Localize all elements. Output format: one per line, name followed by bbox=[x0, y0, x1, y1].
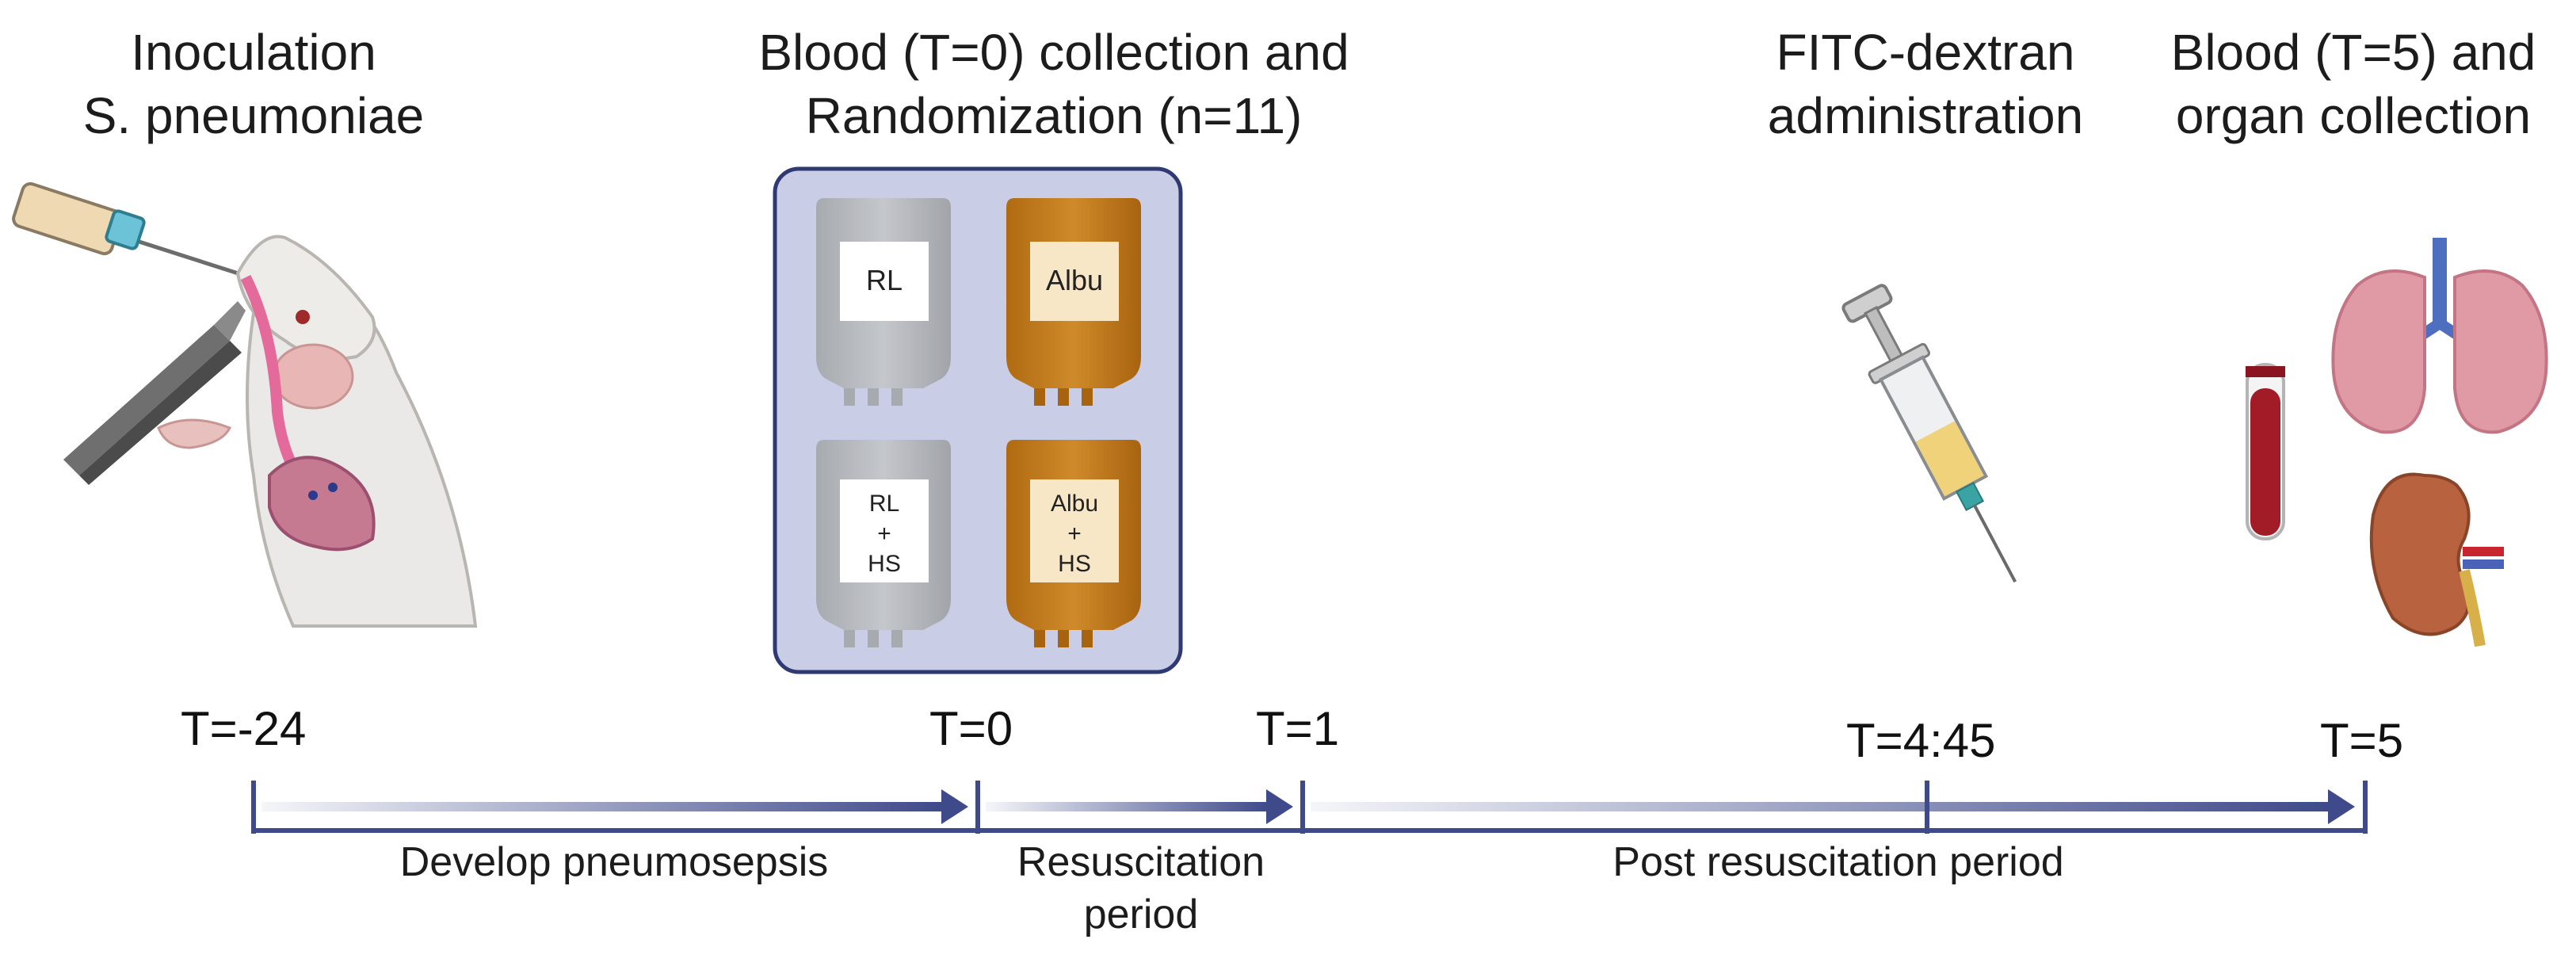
bag-albu-hs-line2: + bbox=[1067, 521, 1082, 547]
iv-bag-albu-hs: Albu + HS bbox=[1006, 440, 1141, 647]
time-label-t0: T=0 bbox=[929, 702, 1013, 755]
arrow-resus bbox=[986, 802, 1268, 811]
iv-bag-albu: Albu bbox=[1006, 198, 1141, 406]
iv-bag-rl-hs: RL + HS bbox=[816, 440, 951, 647]
period-label-post: Post resuscitation period bbox=[1612, 839, 2064, 885]
title-inoculation-line2: S. pneumoniae bbox=[82, 87, 425, 144]
lungs-icon bbox=[2331, 238, 2548, 434]
period-label-resus-line2: period bbox=[1083, 892, 1199, 937]
title-blood-t0-line1: Blood (T=0) collection and bbox=[758, 24, 1349, 81]
bag-albu-hs-line3: HS bbox=[1058, 551, 1091, 577]
time-label-t1: T=1 bbox=[1256, 702, 1340, 755]
title-blood-t5-line1: Blood (T=5) and bbox=[2170, 24, 2536, 81]
title-fitc-line1: FITC-dextran bbox=[1776, 24, 2075, 81]
forceps-icon bbox=[63, 301, 246, 485]
kidney-icon bbox=[2369, 472, 2504, 647]
title-inoculation-line1: Inoculation bbox=[131, 24, 376, 81]
fitc-syringe-icon bbox=[1841, 284, 2017, 583]
title-blood-t0-line2: Randomization (n=11) bbox=[805, 87, 1303, 144]
title-blood-t5-line2: organ collection bbox=[2175, 87, 2532, 144]
blood-tube-icon bbox=[2246, 363, 2285, 540]
time-label-t4-45: T=4:45 bbox=[1846, 714, 1996, 767]
timeline bbox=[251, 781, 2368, 834]
arrow-develop bbox=[261, 802, 943, 811]
title-blood-t5: Blood (T=5) and organ collection bbox=[2139, 21, 2567, 147]
arrow-post bbox=[1311, 802, 2330, 811]
title-fitc: FITC-dextran administration bbox=[1727, 21, 2124, 147]
bag-rl-hs-line2: + bbox=[877, 521, 891, 547]
period-label-resus-line1: Resuscitation bbox=[1017, 839, 1265, 885]
period-label-develop: Develop pneumosepsis bbox=[399, 839, 829, 885]
bag-rl-hs-line3: HS bbox=[868, 551, 901, 577]
time-label-t5: T=5 bbox=[2320, 714, 2404, 767]
bag-albu-label: Albu bbox=[1046, 264, 1103, 296]
mouse-inoculation-illustration bbox=[12, 181, 478, 628]
inoculation-syringe-icon bbox=[12, 181, 246, 278]
bag-rl-label: RL bbox=[866, 264, 903, 296]
title-inoculation: Inoculation S. pneumoniae bbox=[63, 21, 444, 147]
period-label-resus: Resuscitation period bbox=[983, 836, 1299, 941]
bag-rl-hs-line1: RL bbox=[869, 491, 899, 517]
iv-bag-rl: RL bbox=[816, 198, 951, 406]
title-fitc-line2: administration bbox=[1767, 87, 2084, 144]
time-label-t-minus-24: T=-24 bbox=[181, 702, 307, 755]
title-blood-t0: Blood (T=0) collection and Randomization… bbox=[618, 21, 1490, 147]
bag-albu-hs-line1: Albu bbox=[1051, 491, 1098, 517]
